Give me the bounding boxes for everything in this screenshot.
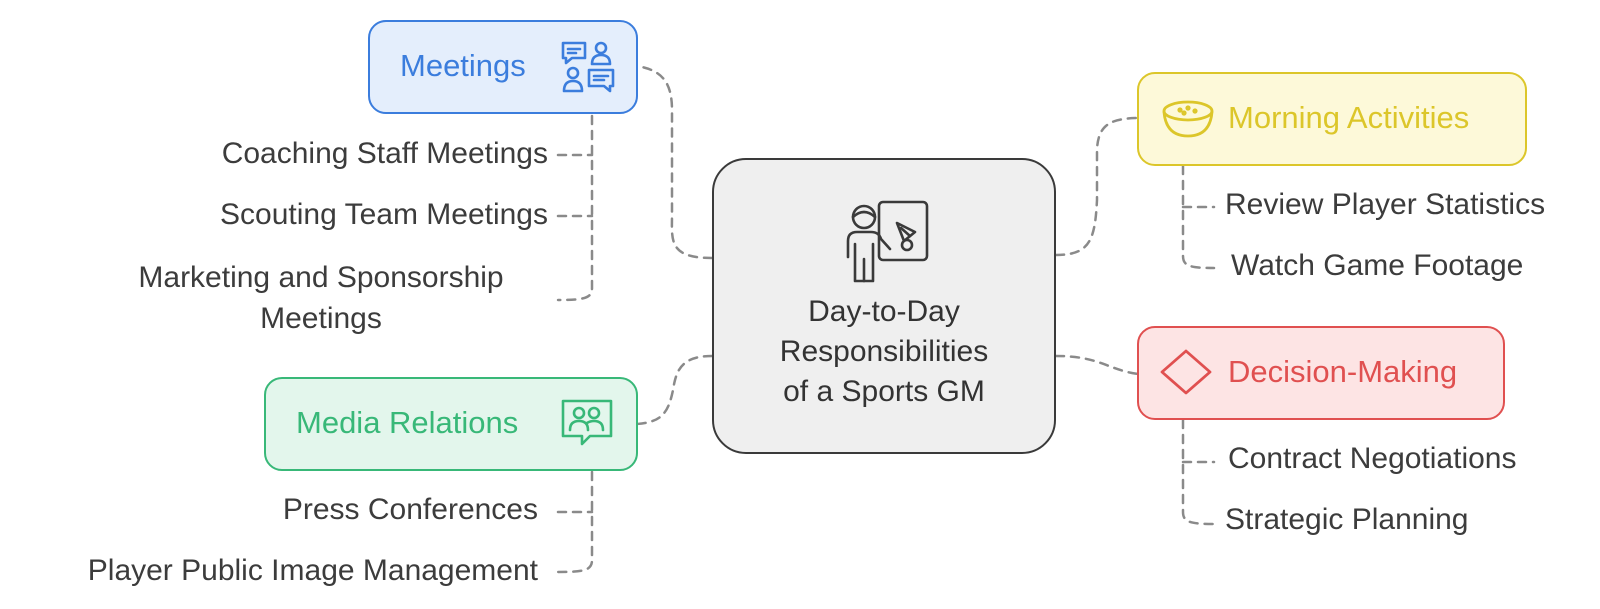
decision-item-contracts: Contract Negotiations: [1228, 442, 1517, 475]
connector-center-decision: [1054, 354, 1140, 376]
connector-meetings-trunk: [556, 114, 594, 302]
meetings-item-marketing-line-1: Marketing and Sponsorship: [138, 261, 504, 294]
center-title-line-2: Responsibilities: [779, 335, 989, 368]
meetings-item-marketing-line-2: Meetings: [260, 302, 382, 335]
connector-center-morning: [1054, 116, 1142, 257]
chat-people-icon: [561, 41, 615, 93]
center-title-line-1: Day-to-Day: [808, 295, 960, 328]
diamond-icon: [1160, 349, 1212, 395]
connector-decision-trunk: [1181, 418, 1216, 526]
decision-making-node: Decision-Making: [1137, 326, 1505, 420]
meetings-item-scouting: Scouting Team Meetings: [220, 198, 548, 231]
connector-morning-trunk: [1181, 164, 1216, 270]
morning-item-footage: Watch Game Footage: [1231, 249, 1524, 282]
media-relations-node: Media Relations: [264, 377, 638, 471]
media-relations-label: Media Relations: [296, 405, 519, 440]
center-title: Day-to-Day Responsibilities of a Sports …: [712, 292, 1056, 412]
center-title-line-3: of a Sports GM: [783, 375, 985, 408]
center-node: [712, 158, 1056, 454]
morning-activities-label: Morning Activities: [1228, 100, 1470, 135]
bowl-icon: [1162, 100, 1214, 138]
connector-center-media: [635, 354, 714, 426]
connector-media-trunk: [556, 470, 594, 574]
media-item-public-image: Player Public Image Management: [87, 554, 538, 587]
meetings-label: Meetings: [400, 48, 526, 83]
decision-item-strategic: Strategic Planning: [1225, 503, 1469, 536]
group-chat-icon: [561, 399, 613, 446]
meetings-item-coaching: Coaching Staff Meetings: [221, 137, 548, 170]
decision-making-label: Decision-Making: [1228, 354, 1458, 389]
connector-center-meetings: [635, 64, 714, 260]
morning-item-statistics: Review Player Statistics: [1225, 188, 1546, 221]
media-item-press: Press Conferences: [282, 493, 538, 526]
meetings-node: Meetings: [368, 20, 638, 114]
meetings-item-marketing: Marketing and Sponsorship Meetings: [106, 257, 536, 339]
coach-whiteboard-icon: [846, 200, 929, 283]
